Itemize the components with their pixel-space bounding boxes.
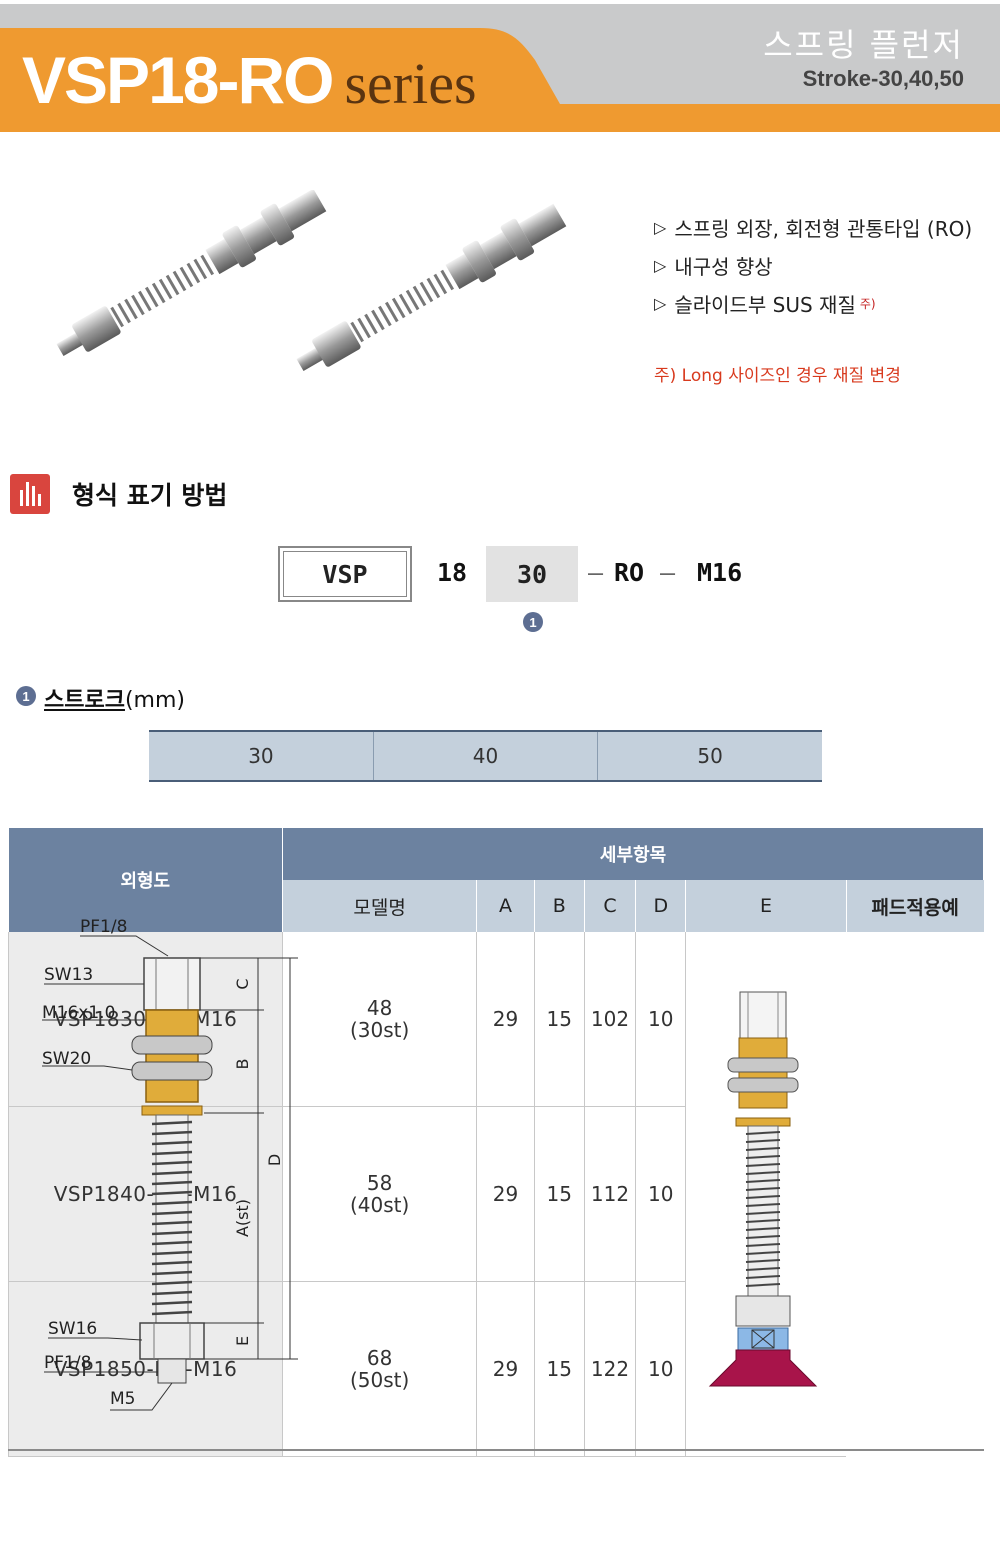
page-header: VSP18-RO series 스프링 플런저 Stroke-30,40,50 [0, 0, 1000, 132]
outline-drawing: C B D A(st) E PF1/8 SW13 M16x1.0 SW20 SW… [42, 917, 298, 1411]
label-sw20: SW20 [42, 1049, 91, 1069]
col-b: B [533, 880, 585, 932]
a-cell: 48(30st) [282, 932, 477, 1108]
feature-item: ▷스프링 외장, 회전형 관통타입 (RO) [654, 216, 973, 241]
d-cell: 122 [583, 1281, 636, 1457]
stroke-value: 40 [372, 730, 598, 782]
note-mark: 주) [859, 296, 876, 311]
e-cell: 10 [635, 1281, 686, 1457]
label-sw13: SW13 [44, 965, 93, 985]
notation-marker: 1 [523, 612, 543, 632]
spec-table: 외형도 세부항목 모델명 A B C D E 패드적용예 VSP1830-RO-… [7, 828, 984, 1457]
header-banner [0, 0, 1000, 132]
section-title: 형식 표기 방법 [72, 481, 228, 510]
notation-size: 18 [437, 558, 468, 587]
notation-dash: – [660, 558, 676, 587]
header-title: VSP18-RO series [22, 42, 477, 117]
product-photo [56, 190, 567, 372]
dim-e: E [233, 1336, 252, 1346]
triangle-bullet-icon: ▷ [654, 217, 667, 237]
table-row: VSP1840-RO-M16 58(40st) 29 15 112 10 [7, 1106, 984, 1283]
label-pf-bottom: PF1/8 [44, 1353, 91, 1373]
col-c: C [583, 880, 636, 932]
feature-item: ▷내구성 향상 [654, 254, 773, 279]
dim-a: A(st) [233, 1199, 252, 1237]
table-bottom-rule [8, 1449, 984, 1451]
stroke-value: 30 [149, 730, 374, 782]
label-sw16: SW16 [48, 1319, 97, 1339]
label-pf-top: PF1/8 [80, 917, 127, 937]
pad-example-drawing [709, 991, 818, 1387]
header-outline: 외형도 [8, 828, 284, 932]
a-cell: 58(40st) [282, 1106, 477, 1283]
model-cell: VSP1840-RO-M16 [7, 1106, 283, 1283]
dim-d: D [265, 1154, 284, 1166]
product-name-kr: 스프링 플런저 [763, 26, 964, 64]
triangle-bullet-icon: ▷ [654, 293, 667, 313]
dim-b: B [233, 1059, 252, 1070]
material-note: 주) Long 사이즈인 경우 재질 변경 [654, 366, 901, 386]
dim-c: C [233, 978, 252, 989]
col-e: E [685, 880, 847, 932]
e-cell: 10 [635, 1106, 686, 1283]
stroke-table: 30 40 50 [149, 730, 822, 782]
feature-list: ▷스프링 외장, 회전형 관통타입 (RO) ▷내구성 향상 ▷슬라이드부 SU… [654, 208, 972, 322]
stroke-heading: 스트로크(mm) [44, 688, 185, 713]
stroke-value: 50 [597, 730, 822, 782]
notation-dash: – [588, 558, 604, 587]
triangle-bullet-icon: ▷ [654, 255, 667, 275]
notation-type: RO [614, 558, 645, 587]
notation-prefix-box: VSP [278, 546, 412, 602]
series-label: series [344, 51, 477, 116]
col-d: D [635, 880, 686, 932]
model-cell: VSP1850-RO-M16 [7, 1281, 283, 1457]
c-cell: 15 [533, 1106, 585, 1283]
notation-thread: M16 [697, 558, 743, 587]
col-a: A [476, 880, 535, 932]
label-m5: M5 [110, 1389, 135, 1409]
col-pad: 패드적용예 [845, 880, 984, 932]
stroke-marker: 1 [16, 686, 36, 706]
product-code: VSP18-RO [22, 43, 334, 117]
d-cell: 102 [583, 932, 636, 1108]
stroke-range: Stroke-30,40,50 [802, 66, 964, 91]
e-cell: 10 [635, 932, 686, 1108]
d-cell: 112 [583, 1106, 636, 1283]
pad-example-cell [685, 932, 847, 1457]
header-details: 세부항목 [282, 828, 984, 880]
b-cell: 29 [476, 932, 535, 1108]
notation-stroke: 30 [486, 546, 578, 602]
b-cell: 29 [476, 1106, 535, 1283]
table-row: VSP1850-RO-M16 68(50st) 29 15 122 10 [7, 1281, 984, 1457]
bar-chart-icon [10, 474, 50, 514]
a-cell: 68(50st) [282, 1281, 477, 1457]
c-cell: 15 [533, 1281, 585, 1457]
col-model: 모델명 [282, 880, 477, 932]
label-m16: M16x1.0 [42, 1003, 115, 1023]
b-cell: 29 [476, 1281, 535, 1457]
c-cell: 15 [533, 932, 585, 1108]
